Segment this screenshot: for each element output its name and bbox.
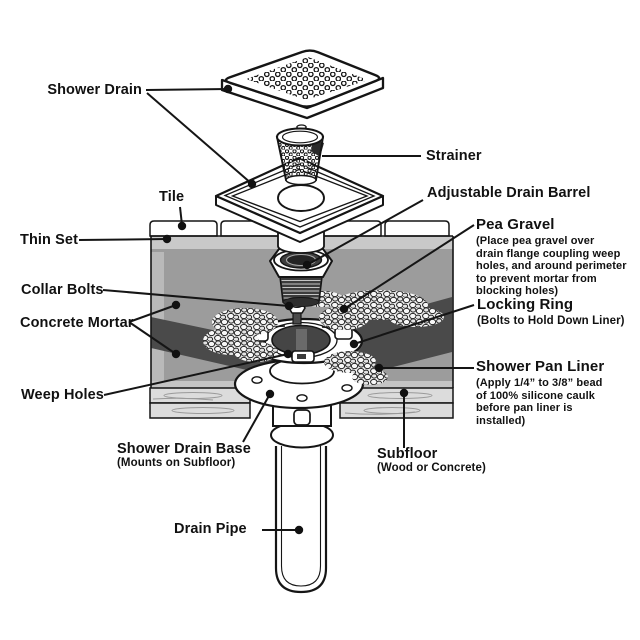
label-strainer: Strainer	[426, 148, 482, 164]
label-pea-gravel: Pea Gravel	[476, 216, 555, 233]
label-tile: Tile	[159, 189, 185, 205]
note-line: blocking holes)	[476, 285, 559, 298]
leader-concrete-mortar-1	[128, 304, 177, 323]
leader-drain-barrel	[306, 199, 424, 266]
note-line: holes, and around perimeter	[476, 260, 627, 273]
drain-barrel-illustration	[269, 248, 333, 307]
leader-dots	[162, 84, 409, 535]
label-drain-pipe: Drain Pipe	[174, 521, 247, 537]
leader-concrete-mortar-2	[128, 321, 177, 355]
label-collar-bolts: Collar Bolts	[21, 282, 104, 298]
label-concrete-mortar: Concrete Mortar	[20, 315, 134, 331]
label-shower-drain-base: Shower Drain Base	[117, 441, 251, 457]
label-locking-ring: Locking Ring	[477, 296, 574, 313]
note-locking-ring: (Bolts to Hold Down Liner)	[477, 315, 625, 327]
note-line: of 100% silicone caulk	[476, 389, 595, 402]
label-adjustable-drain-barrel: Adjustable Drain Barrel	[427, 185, 591, 201]
strainer-illustration	[275, 124, 325, 186]
note-line: before pan liner is	[476, 402, 573, 415]
note-line: to prevent mortar from	[476, 272, 597, 285]
label-subfloor: Subfloor	[377, 446, 438, 462]
label-thin-set: Thin Set	[20, 232, 78, 248]
leader-thin-set	[78, 238, 168, 241]
note-line: drain flange coupling weep	[476, 247, 621, 260]
leader-collar-bolts	[102, 289, 290, 307]
note-line: (Apply 1/4” to 3/8” bead	[476, 377, 603, 389]
note-pea-gravel: (Place pea gravel over drain flange coup…	[476, 235, 627, 298]
leader-shower-drain-2	[146, 92, 253, 185]
label-shower-pan-liner: Shower Pan Liner	[476, 358, 605, 375]
subfloor-boards	[149, 387, 454, 419]
leader-locking-ring	[353, 304, 475, 345]
leader-pea-gravel	[343, 224, 475, 310]
note-shower-pan-liner: (Apply 1/4” to 3/8” bead of 100% silicon…	[476, 377, 602, 427]
note-line: (Place pea gravel over	[476, 235, 595, 247]
leader-shower-drain-1	[145, 88, 229, 91]
leader-lines	[78, 88, 475, 531]
leader-weep-holes	[103, 353, 289, 396]
label-shower-drain: Shower Drain	[47, 82, 142, 98]
leader-drain-base	[242, 393, 271, 443]
note-subfloor: (Wood or Concrete)	[377, 462, 486, 474]
label-weep-holes: Weep Holes	[21, 387, 104, 403]
note-line: installed)	[476, 414, 526, 427]
drain-pipe-illustration	[274, 446, 328, 594]
note-shower-drain-base: (Mounts on Subfloor)	[117, 457, 236, 469]
shower-grate-illustration	[220, 49, 385, 120]
